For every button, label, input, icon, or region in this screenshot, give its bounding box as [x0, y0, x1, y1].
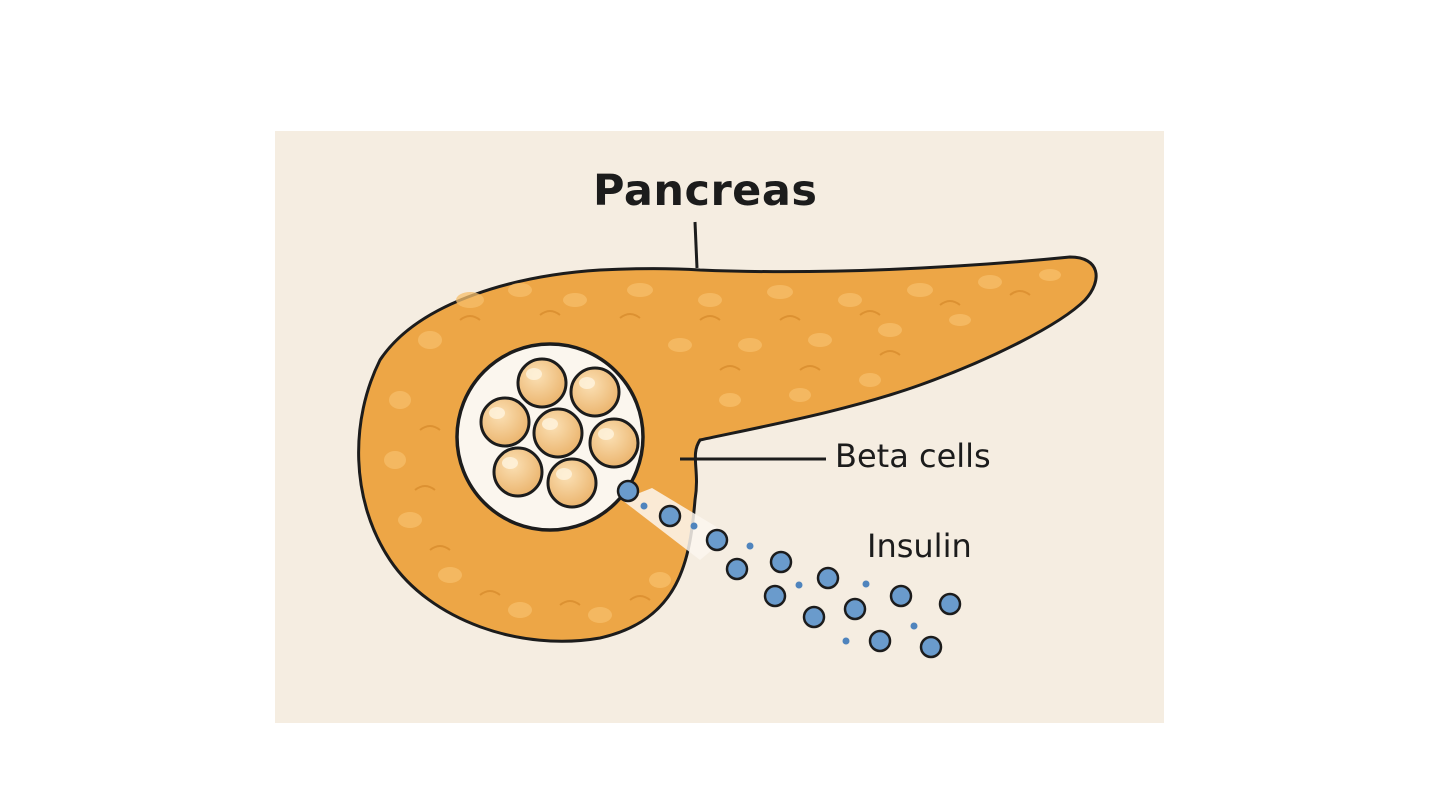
beta-cell [516, 357, 568, 409]
beta-cell [546, 457, 598, 509]
pancreas-leader-line [693, 221, 699, 269]
insulin-molecule [816, 566, 840, 590]
insulin-label: Insulin [867, 527, 972, 565]
insulin-particles [616, 479, 962, 659]
beta-cell-highlights [489, 368, 614, 480]
beta-cell [569, 366, 621, 418]
beta-cell [479, 396, 531, 448]
insulin-molecule [919, 635, 943, 659]
diagram-title: Pancreas [593, 166, 818, 216]
insulin-molecule [802, 605, 826, 629]
insulin-molecule [616, 479, 640, 503]
beta-cell [532, 407, 584, 459]
insulin-molecule [868, 629, 892, 653]
insulin-molecule [889, 584, 913, 608]
insulin-molecule [769, 550, 793, 574]
beta-cell [588, 417, 640, 469]
insulin-molecule [705, 528, 729, 552]
beta-cell [492, 446, 544, 498]
pancreas-shading [414, 290, 1031, 606]
insulin-molecule [725, 557, 749, 581]
beta-cells-label: Beta cells [835, 437, 991, 475]
pancreas-texture [384, 269, 1061, 623]
insulin-molecule [763, 584, 787, 608]
insulin-molecule [938, 592, 962, 616]
insulin-small-particles [640, 502, 918, 645]
insulin-molecule [843, 597, 867, 621]
insulin-molecule [658, 504, 682, 528]
